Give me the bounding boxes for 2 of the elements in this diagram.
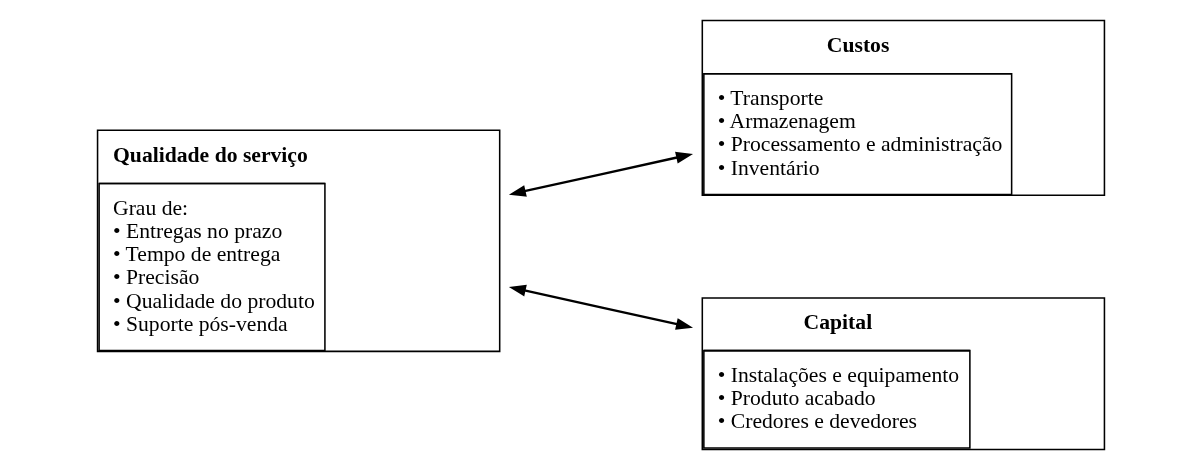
arrow [508, 151, 693, 197]
arrow [508, 284, 693, 330]
